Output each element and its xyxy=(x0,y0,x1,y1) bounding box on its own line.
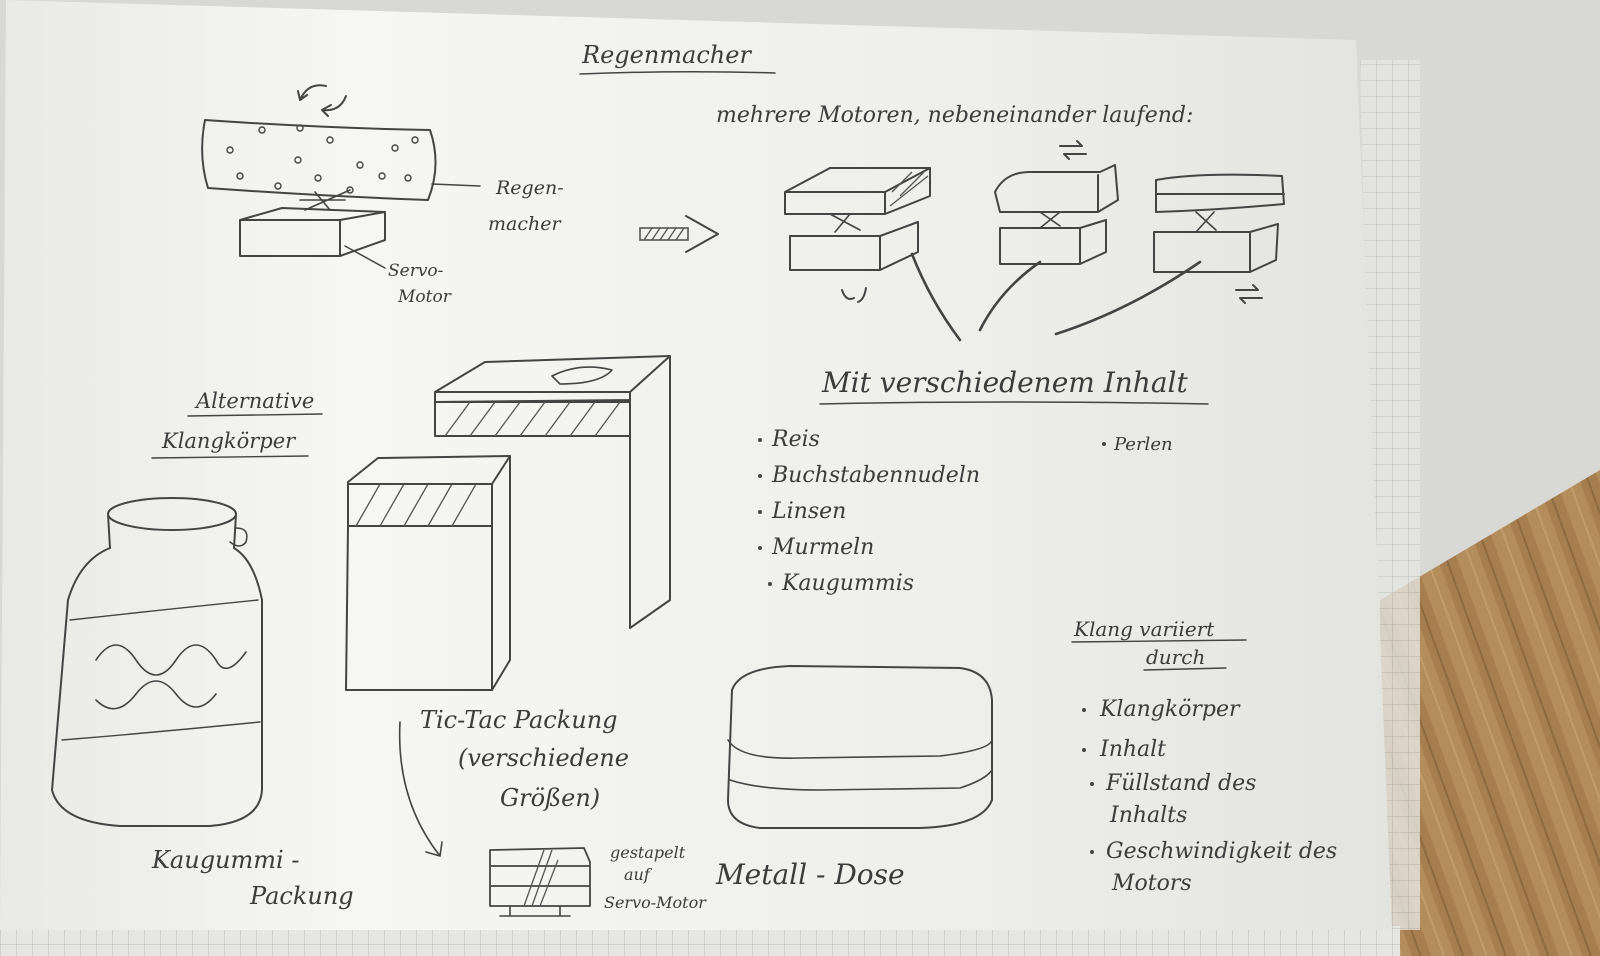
variation-heading-2: durch xyxy=(1146,645,1205,669)
wood-floor xyxy=(1380,470,1600,956)
motor-units xyxy=(784,140,1285,342)
stacked-label-1: gestapelt xyxy=(610,843,686,862)
label-regenmacher-1: Regen- xyxy=(495,177,564,199)
variation-item-geschwindigkeit-1: Geschwindigkeit des xyxy=(1106,839,1337,864)
contents-item-perlen: Perlen xyxy=(1113,434,1173,455)
variation-item-geschwindigkeit-2: Motors xyxy=(1111,871,1192,896)
title-group: Regenmacher xyxy=(579,41,776,75)
contents-item-kaugummis: Kaugummis xyxy=(781,571,914,596)
stacked-label-3: Servo-Motor xyxy=(604,893,707,912)
variation-item-fuellstand-2: Inhalts xyxy=(1109,803,1187,828)
contents-heading: Mit verschiedenem Inhalt xyxy=(821,366,1188,399)
tictac-label-2: (verschiedene xyxy=(458,744,629,772)
tictac-drawing xyxy=(345,355,671,691)
variation-heading-1: Klang variiert xyxy=(1073,617,1215,641)
rainmaker-drawing: Regen- macher Servo- Motor xyxy=(201,84,564,307)
swap-arrow-icon-unit-2 xyxy=(1059,140,1087,160)
rotate-arrow-icon-unit-1 xyxy=(841,287,867,303)
alternative-heading-group: Alternative Klangkörper xyxy=(151,389,323,459)
title: Regenmacher xyxy=(581,41,752,69)
right-arrow-icon xyxy=(639,215,719,253)
variation-item-fuellstand-1: Füllstand des xyxy=(1105,771,1256,796)
alternative-heading-1: Alternative xyxy=(194,389,314,413)
multi-motor-heading: mehrere Motoren, nebeneinander laufend: xyxy=(716,103,1193,128)
stacked-boxes-drawing xyxy=(489,847,591,917)
paper-sheet xyxy=(0,0,1392,930)
jar-label-2: Packung xyxy=(249,882,354,910)
variation-item-klangkoerper: Klangkörper xyxy=(1099,697,1241,722)
contents-item-murmeln: Murmeln xyxy=(771,535,874,560)
tictac-label-3: Größen) xyxy=(500,784,600,812)
label-servo-2: Motor xyxy=(397,287,452,307)
variation-group: Klang variiert durch Klangkörper Inhalt … xyxy=(1071,617,1337,896)
tin-label: Metall - Dose xyxy=(715,858,905,891)
contents-group: Mit verschiedenem Inhalt Reis Buchstaben… xyxy=(758,366,1209,596)
label-regenmacher-2: macher xyxy=(488,213,562,235)
contents-item-buchstabennudeln: Buchstabennudeln xyxy=(771,463,980,488)
tictac-label-1: Tic-Tac Packung xyxy=(420,706,618,734)
label-servo-1: Servo- xyxy=(388,261,444,281)
contents-list: Reis Buchstabennudeln Linsen Murmeln Kau… xyxy=(758,427,1173,596)
rain-dots xyxy=(226,124,419,194)
tin-drawing xyxy=(727,665,993,829)
contents-item-reis: Reis xyxy=(771,427,820,452)
jar-label-1: Kaugummi - xyxy=(151,846,299,874)
alternative-heading-2: Klangkörper xyxy=(161,429,297,453)
swap-arrow-icon-unit-3 xyxy=(1235,284,1263,304)
grid-paper-under xyxy=(0,926,1400,956)
stacked-label-2: auf xyxy=(624,865,653,884)
rotate-arrow-icon xyxy=(297,84,347,117)
tictac-label-group: Tic-Tac Packung (verschiedene Größen) xyxy=(398,706,629,857)
contents-item-linsen: Linsen xyxy=(771,499,846,524)
jar-drawing xyxy=(51,497,263,827)
variation-item-inhalt: Inhalt xyxy=(1099,737,1166,762)
